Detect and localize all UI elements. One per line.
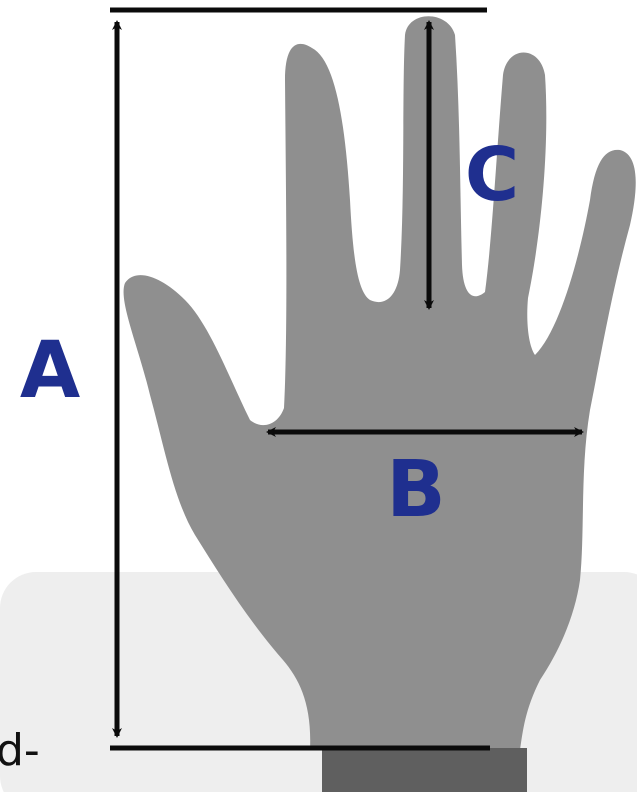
partial-caption-text: d- <box>0 725 40 776</box>
hand-silhouette <box>123 16 636 750</box>
label-b: B <box>386 445 445 535</box>
label-c: C <box>465 132 519 218</box>
label-a: A <box>20 326 80 416</box>
wrist-band <box>322 748 527 792</box>
